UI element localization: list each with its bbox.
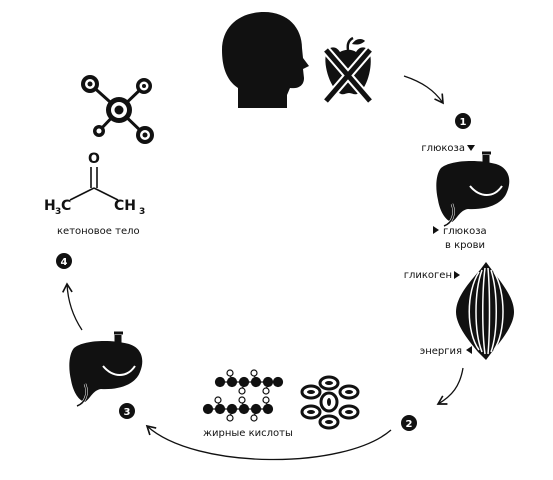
molecule-icon (81, 75, 154, 144)
ketone-body-label: кетоновое тело (57, 226, 140, 237)
formula-h: H (44, 198, 56, 214)
fat-cell-cluster-icon (300, 375, 360, 430)
formula-oxygen: O (88, 151, 100, 167)
liver-icon (69, 331, 143, 408)
step-2-badge: 2 (401, 415, 417, 431)
arrow-to-step-3 (145, 424, 392, 461)
fatty-acids-label: жирные кислоты (203, 428, 293, 439)
energy-label: энергия (420, 346, 462, 357)
step-1-number: 1 (460, 117, 467, 128)
arrow-to-step-1 (403, 75, 444, 105)
formula-ch-subscript: 3 (139, 207, 145, 217)
glucose-label: глюкоза (421, 143, 465, 154)
glycogen-label: гликоген (404, 270, 452, 281)
step-3-badge: 3 (119, 403, 135, 419)
glucose-down-arrow-icon (467, 145, 475, 151)
human-head-icon (222, 12, 309, 108)
crossed-apple-icon (322, 36, 374, 104)
step-2-number: 2 (406, 419, 413, 430)
blood-glucose-label-line2: в крови (445, 240, 485, 251)
formula-h-subscript: 3 (55, 207, 61, 217)
step-4-number: 4 (61, 257, 68, 268)
blood-glucose-arrow-icon (433, 226, 439, 234)
energy-arrow-icon (466, 346, 472, 354)
arrow-to-step-4 (62, 282, 83, 331)
blood-glucose-label-line1: глюкоза (443, 226, 487, 237)
liver-icon (436, 151, 510, 228)
fatty-acid-chain-icon (202, 369, 284, 422)
formula-c: C (61, 198, 71, 214)
muscle-icon (456, 262, 514, 360)
glycogen-arrow-icon (454, 271, 460, 279)
step-4-badge: 4 (56, 253, 72, 269)
acetone-formula: O H 3 C CH 3 (44, 151, 145, 217)
formula-ch: CH (114, 198, 136, 214)
arrow-to-step-2 (436, 367, 464, 405)
step-3-number: 3 (124, 407, 131, 418)
step-1-badge: 1 (455, 113, 471, 129)
